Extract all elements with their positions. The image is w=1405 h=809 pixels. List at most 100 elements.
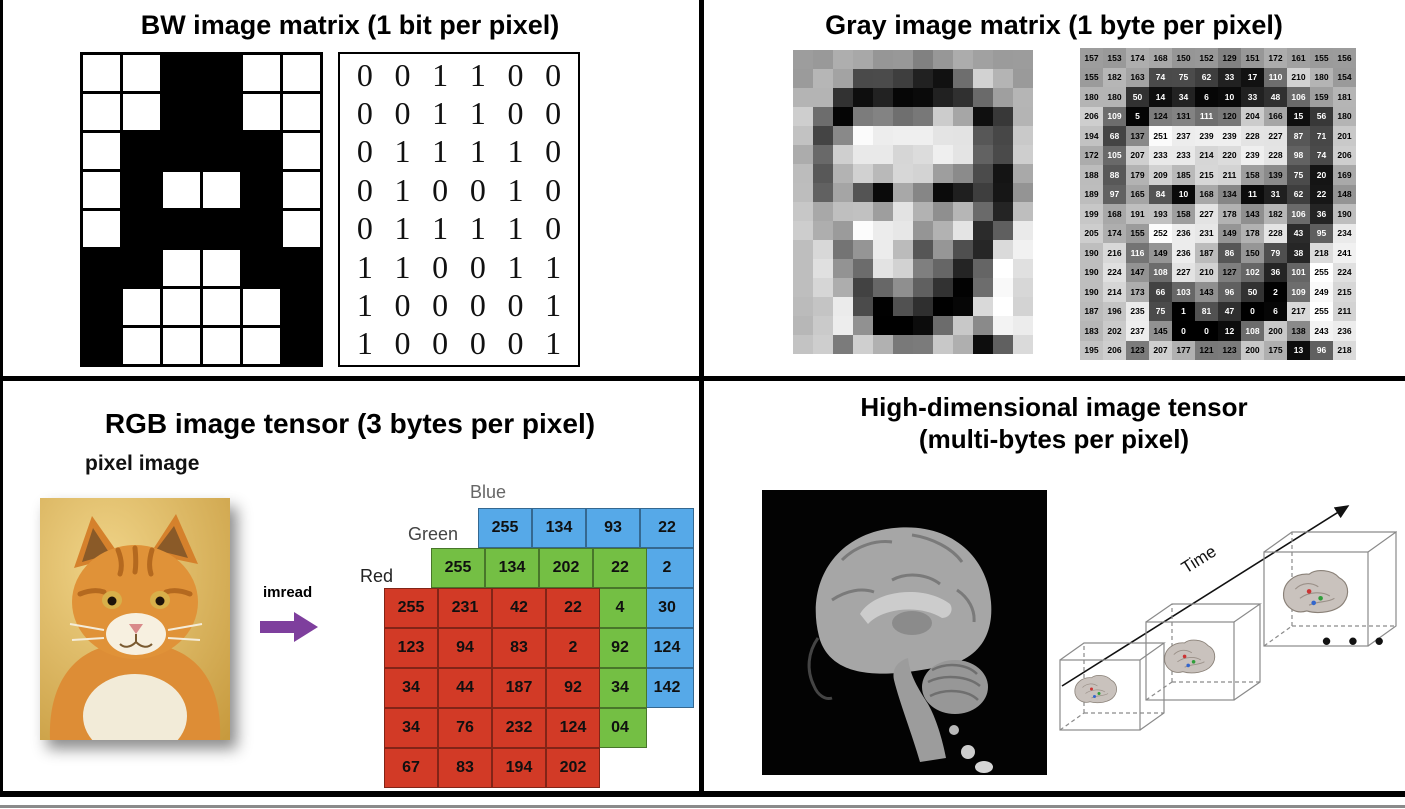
gray-matrix-cell: 193 (1149, 204, 1172, 224)
gray-pixel-cell (833, 297, 853, 316)
gray-pixel-cell (933, 126, 953, 145)
gray-pixel-cell (813, 335, 833, 354)
gray-pixel-cell (813, 88, 833, 107)
brain-sagittal (807, 527, 993, 773)
gray-matrix-cell: 169 (1333, 165, 1356, 185)
gray-pixel-cell (953, 221, 973, 240)
bw-pixel-cell (203, 133, 240, 169)
gray-pixel-cell (973, 145, 993, 164)
gray-matrix-cell: 174 (1103, 223, 1126, 243)
gray-matrix-cell: 224 (1103, 262, 1126, 282)
bw-pixel-cell (123, 211, 160, 247)
gray-pixel-cell (793, 107, 813, 126)
gray-pixel-cell (793, 221, 813, 240)
gray-matrix-cell: 62 (1195, 67, 1218, 87)
brain-icon-3 (1283, 570, 1349, 614)
gray-pixel-cell (853, 202, 873, 221)
gray-pixel-cell (893, 183, 913, 202)
gray-matrix-cell: 200 (1241, 340, 1264, 360)
gray-matrix-cell: 1 (1172, 301, 1195, 321)
gray-pixel-cell (793, 259, 813, 278)
gray-pixel-cell (813, 221, 833, 240)
gray-pixel-cell (833, 164, 853, 183)
bw-matrix-digit: 1 (545, 248, 562, 285)
gray-matrix-cell: 75 (1287, 165, 1310, 185)
gray-matrix-cell: 209 (1149, 165, 1172, 185)
gray-pixel-cell (973, 297, 993, 316)
gray-pixel-cell (893, 221, 913, 240)
gray-matrix-cell: 194 (1080, 126, 1103, 146)
gray-pixel-cell (853, 335, 873, 354)
gray-pixel-cell (793, 316, 813, 335)
bw-matrix-digit: 1 (394, 133, 411, 170)
gray-matrix-cell: 218 (1333, 340, 1356, 360)
bw-matrix-digit: 0 (432, 325, 449, 362)
gray-matrix-cell: 84 (1149, 184, 1172, 204)
gray-pixel-cell (933, 278, 953, 297)
gray-matrix-cell: 172 (1080, 145, 1103, 165)
gray-pixel-cell (913, 50, 933, 69)
bw-pixel-cell (123, 328, 160, 364)
gray-matrix-cell: 97 (1103, 184, 1126, 204)
gray-matrix-cell: 161 (1287, 48, 1310, 68)
gray-matrix-cell: 180 (1333, 106, 1356, 126)
blue-channel-cell: 255 (478, 508, 532, 548)
gray-matrix-cell: 14 (1149, 87, 1172, 107)
gray-matrix-cell: 139 (1264, 165, 1287, 185)
red-channel-cell: 255 (384, 588, 438, 628)
gray-matrix-cell: 166 (1264, 106, 1287, 126)
bw-matrix-digit: 0 (545, 95, 562, 132)
blue-channel-cell: 124 (640, 628, 694, 668)
gray-pixel-cell (973, 221, 993, 240)
green-channel-cell: 255 (431, 548, 485, 588)
gray-matrix-cell: 220 (1218, 145, 1241, 165)
gray-matrix-cell: 143 (1241, 204, 1264, 224)
gray-matrix-cell: 0 (1172, 321, 1195, 341)
red-channel-cell: 34 (384, 668, 438, 708)
gray-matrix-cell: 48 (1264, 87, 1287, 107)
gray-pixel-cell (993, 107, 1013, 126)
gray-matrix-cell: 103 (1172, 282, 1195, 302)
vertical-divider (699, 0, 704, 794)
red-channel-cell: 92 (546, 668, 600, 708)
gray-pixel-cell (913, 316, 933, 335)
gray-pixel-cell (953, 259, 973, 278)
red-channel-cell: 67 (384, 748, 438, 788)
bw-pixel-cell (83, 55, 120, 91)
blue-layer-label: Blue (470, 482, 507, 502)
gray-pixel-cell (973, 202, 993, 221)
gray-matrix-cell: 251 (1149, 126, 1172, 146)
gray-matrix-cell: 214 (1195, 145, 1218, 165)
gray-matrix-cell: 181 (1333, 87, 1356, 107)
gray-matrix-cell: 74 (1310, 145, 1333, 165)
bw-pixel-cell (243, 55, 280, 91)
gray-matrix-cell: 11 (1241, 184, 1264, 204)
bw-matrix-digit: 1 (469, 56, 486, 93)
red-channel-cell: 124 (546, 708, 600, 748)
bw-matrix-digit: 0 (394, 325, 411, 362)
gray-pixel-cell (813, 202, 833, 221)
gray-matrix-cell: 180 (1103, 87, 1126, 107)
gray-pixel-cell (833, 107, 853, 126)
tensor-cube-1 (1059, 642, 1166, 731)
gray-matrix-cell: 109 (1103, 106, 1126, 126)
gray-matrix-cell: 147 (1126, 262, 1149, 282)
gray-matrix-cell: 182 (1103, 67, 1126, 87)
gray-pixel-cell (873, 202, 893, 221)
gray-matrix-cell: 121 (1195, 340, 1218, 360)
gray-matrix-cell: 206 (1333, 145, 1356, 165)
red-channel-cell: 44 (438, 668, 492, 708)
gray-matrix-cell: 155 (1310, 48, 1333, 68)
gray-pixel-cell (853, 50, 873, 69)
bw-matrix-digit: 1 (432, 56, 449, 93)
gray-pixel-cell (873, 69, 893, 88)
gray-pixel-cell (913, 126, 933, 145)
bw-matrix-digit: 0 (507, 286, 524, 323)
gray-pixel-cell (953, 69, 973, 88)
gray-matrix-cell: 81 (1195, 301, 1218, 321)
bw-pixel-grid (80, 52, 323, 367)
gray-pixel-cell (993, 126, 1013, 145)
gray-pixel-cell (873, 316, 893, 335)
gray-pixel-cell (873, 278, 893, 297)
bw-pixel-cell (243, 328, 280, 364)
